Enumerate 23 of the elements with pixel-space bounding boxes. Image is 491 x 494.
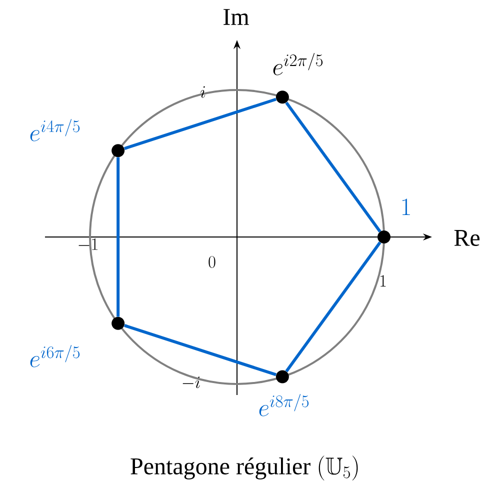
vertex-label: $e^{i8\pi/5}$ — [259, 394, 309, 416]
tick-label: $1$ — [380, 275, 386, 287]
tick-label: $-i$ — [182, 376, 200, 388]
vertex-label: $e^{i6\pi/5}$ — [30, 345, 80, 368]
vertex-dot — [112, 316, 125, 330]
polygon-side — [285, 242, 382, 372]
axis-label: Im — [224, 9, 249, 25]
vertex-label: $e^{i4\pi/5}$ — [30, 119, 80, 142]
vertex-dot — [378, 230, 390, 244]
vertex-dot — [112, 144, 125, 158]
polygon-side — [285, 102, 382, 232]
caption: $\text{Pentagone régulier } (\mathbb{U}_5)$ — [130, 456, 358, 480]
tick-label: $i$ — [200, 86, 205, 98]
vertex-dot — [276, 370, 289, 384]
vertex-dot — [276, 90, 289, 104]
polygon-side — [116, 157, 120, 317]
polygon-side — [124, 324, 277, 376]
polygon-side — [124, 98, 277, 150]
origin-label: $0$ — [208, 256, 216, 268]
vertex-label: $1$ — [402, 198, 410, 216]
vertex-label: $e^{i2\pi/5}$ — [273, 53, 323, 76]
tick-label: $-1$ — [78, 238, 98, 250]
axis-label: Re — [454, 230, 480, 246]
